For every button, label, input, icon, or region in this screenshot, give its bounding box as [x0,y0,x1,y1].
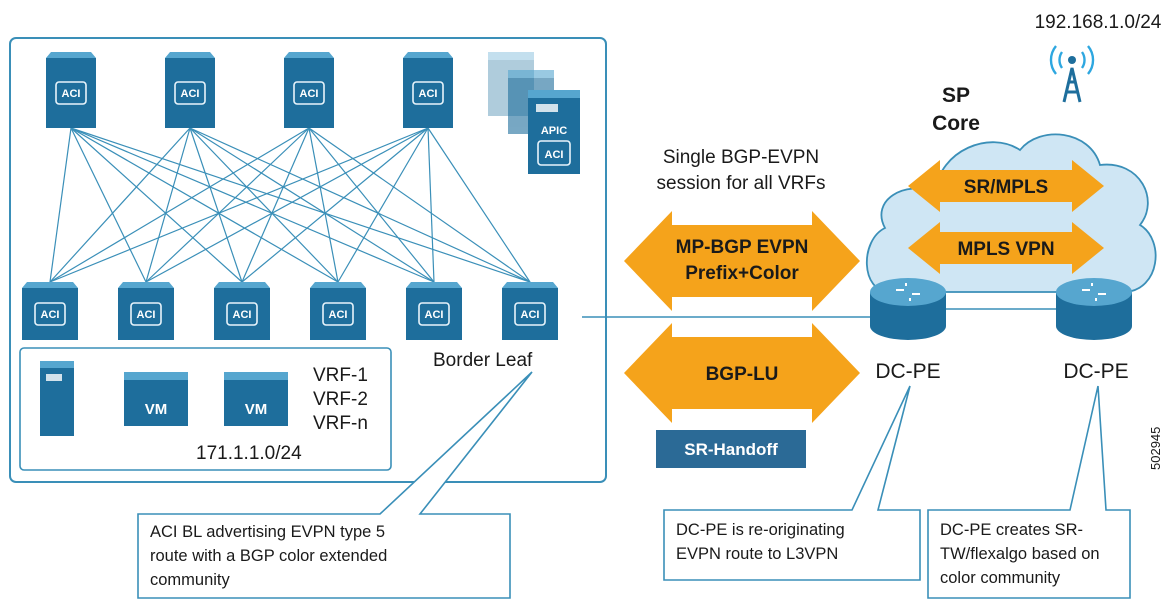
callout-sr-tw-line-3: color community [940,569,1061,587]
fabric-link [49,127,191,283]
callout-sr-tw-line-2: TW/flexalgo based on [940,545,1100,563]
fabric-link [70,127,435,283]
sp-core-label-line-2: Core [932,112,980,135]
callout-re-originating-line-1: DC-PE is re-originating [676,521,845,539]
leaf-switch: ACI [310,282,366,340]
callout-sr-tw-line-1: DC-PE creates SR- [940,521,1083,539]
dc-pe-label-2: DC-PE [1063,360,1128,383]
fabric-link [427,127,435,283]
external-subnet-label: 192.168.1.0/24 [1035,12,1162,33]
dc-pe-router-2 [1056,278,1132,340]
callout-aci-bl [137,371,533,599]
fabric-link [145,127,429,283]
switch-aci-label: ACI [329,309,348,321]
fabric-link [145,127,310,283]
bgp-lu-label: BGP-LU [706,364,779,385]
vm-label: VM [145,401,168,418]
switch-aci-label: ACI [419,88,438,100]
fabric-link [70,127,339,283]
switch-aci-label: ACI [425,309,444,321]
vm-1: VM [124,372,188,426]
switch-aci-label: ACI [62,88,81,100]
bare-metal-server [40,361,74,436]
border-leaf-label: Border Leaf [433,350,533,371]
spine-switch: ACI [403,52,453,128]
cell-tower-icon [1049,45,1095,103]
leaf-switch: ACI [406,282,462,340]
mp-bgp-evpn-arrow [624,211,860,311]
fabric-link [337,127,429,283]
fabric-link [70,127,531,283]
switch-aci-label: ACI [300,88,319,100]
apic-label: APIC [541,125,567,137]
callout-aci-bl-line-2: route with a BGP color extended [150,547,387,565]
fabric-link [241,127,310,283]
switch-aci-label: ACI [521,309,540,321]
spine-switch: ACI [284,52,334,128]
callout-re-originating [663,385,921,581]
sr-handoff-box [656,430,806,468]
fabric-link [189,127,339,283]
sp-core-label-line-1: SP [942,84,970,107]
host-subnet-label: 171.1.1.0/24 [196,443,302,464]
vrf-1-label: VRF-1 [313,365,368,386]
spine-switch: ACI [165,52,215,128]
callout-aci-bl-line-1: ACI BL advertising EVPN type 5 [150,523,385,541]
fabric-link [308,127,339,283]
apic-aci-label: ACI [545,149,564,161]
sr-mpls-arrow [908,160,1104,212]
vm-label: VM [245,401,268,418]
session-note-line-1: Single BGP-EVPN [663,147,819,168]
border-leaf-switch: ACI [502,282,558,340]
vm-2: VM [224,372,288,426]
fabric-link [70,127,243,283]
fabric-link [241,127,429,283]
host-group-box [19,347,392,471]
fabric-link [427,127,531,283]
switch-aci-label: ACI [181,88,200,100]
fabric-link [189,127,435,283]
dc-pe-router-1 [870,278,946,340]
mp-bgp-label-line-2: Prefix+Color [685,263,799,284]
switch-aci-label: ACI [41,309,60,321]
fabric-link [49,127,429,283]
fabric-link [70,127,147,283]
leaf-switch: ACI [214,282,270,340]
fabric-link [308,127,435,283]
fabric-link [189,127,531,283]
sr-mpls-label: SR/MPLS [964,177,1048,198]
apic-cluster: APIC ACI [488,52,580,174]
mpls-vpn-arrow [908,222,1104,274]
spine-switch: ACI [46,52,96,128]
fabric-mesh [49,127,531,283]
bgp-lu-arrow [624,323,860,423]
fabric-link [49,127,310,283]
fabric-link [49,127,72,283]
switch-aci-label: ACI [233,309,252,321]
sp-core-cloud [865,133,1157,293]
leaf-switch: ACI [118,282,174,340]
fabric-link [308,127,531,283]
dc-pe-label-1: DC-PE [875,360,940,383]
callout-re-originating-line-2: EVPN route to L3VPN [676,545,838,563]
vrf-n-label: VRF-n [313,413,368,434]
callout-aci-bl-line-3: community [150,571,231,589]
leaf-switches: ACI ACI ACI ACI ACI ACI [22,282,558,340]
apic-server: APIC ACI [528,90,580,174]
leaf-switch: ACI [22,282,78,340]
switch-aci-label: ACI [137,309,156,321]
session-note-line-2: session for all VRFs [657,173,826,194]
callout-sr-tw [927,385,1131,599]
sr-handoff-label: SR-Handoff [684,440,778,459]
spine-switches: ACI ACI ACI ACI [46,52,453,128]
mp-bgp-label-line-1: MP-BGP EVPN [676,237,809,258]
vrf-2-label: VRF-2 [313,389,368,410]
fabric-link [189,127,243,283]
mpls-vpn-label: MPLS VPN [957,239,1054,260]
figure-id: 502945 [1148,427,1163,470]
fabric-link [145,127,191,283]
